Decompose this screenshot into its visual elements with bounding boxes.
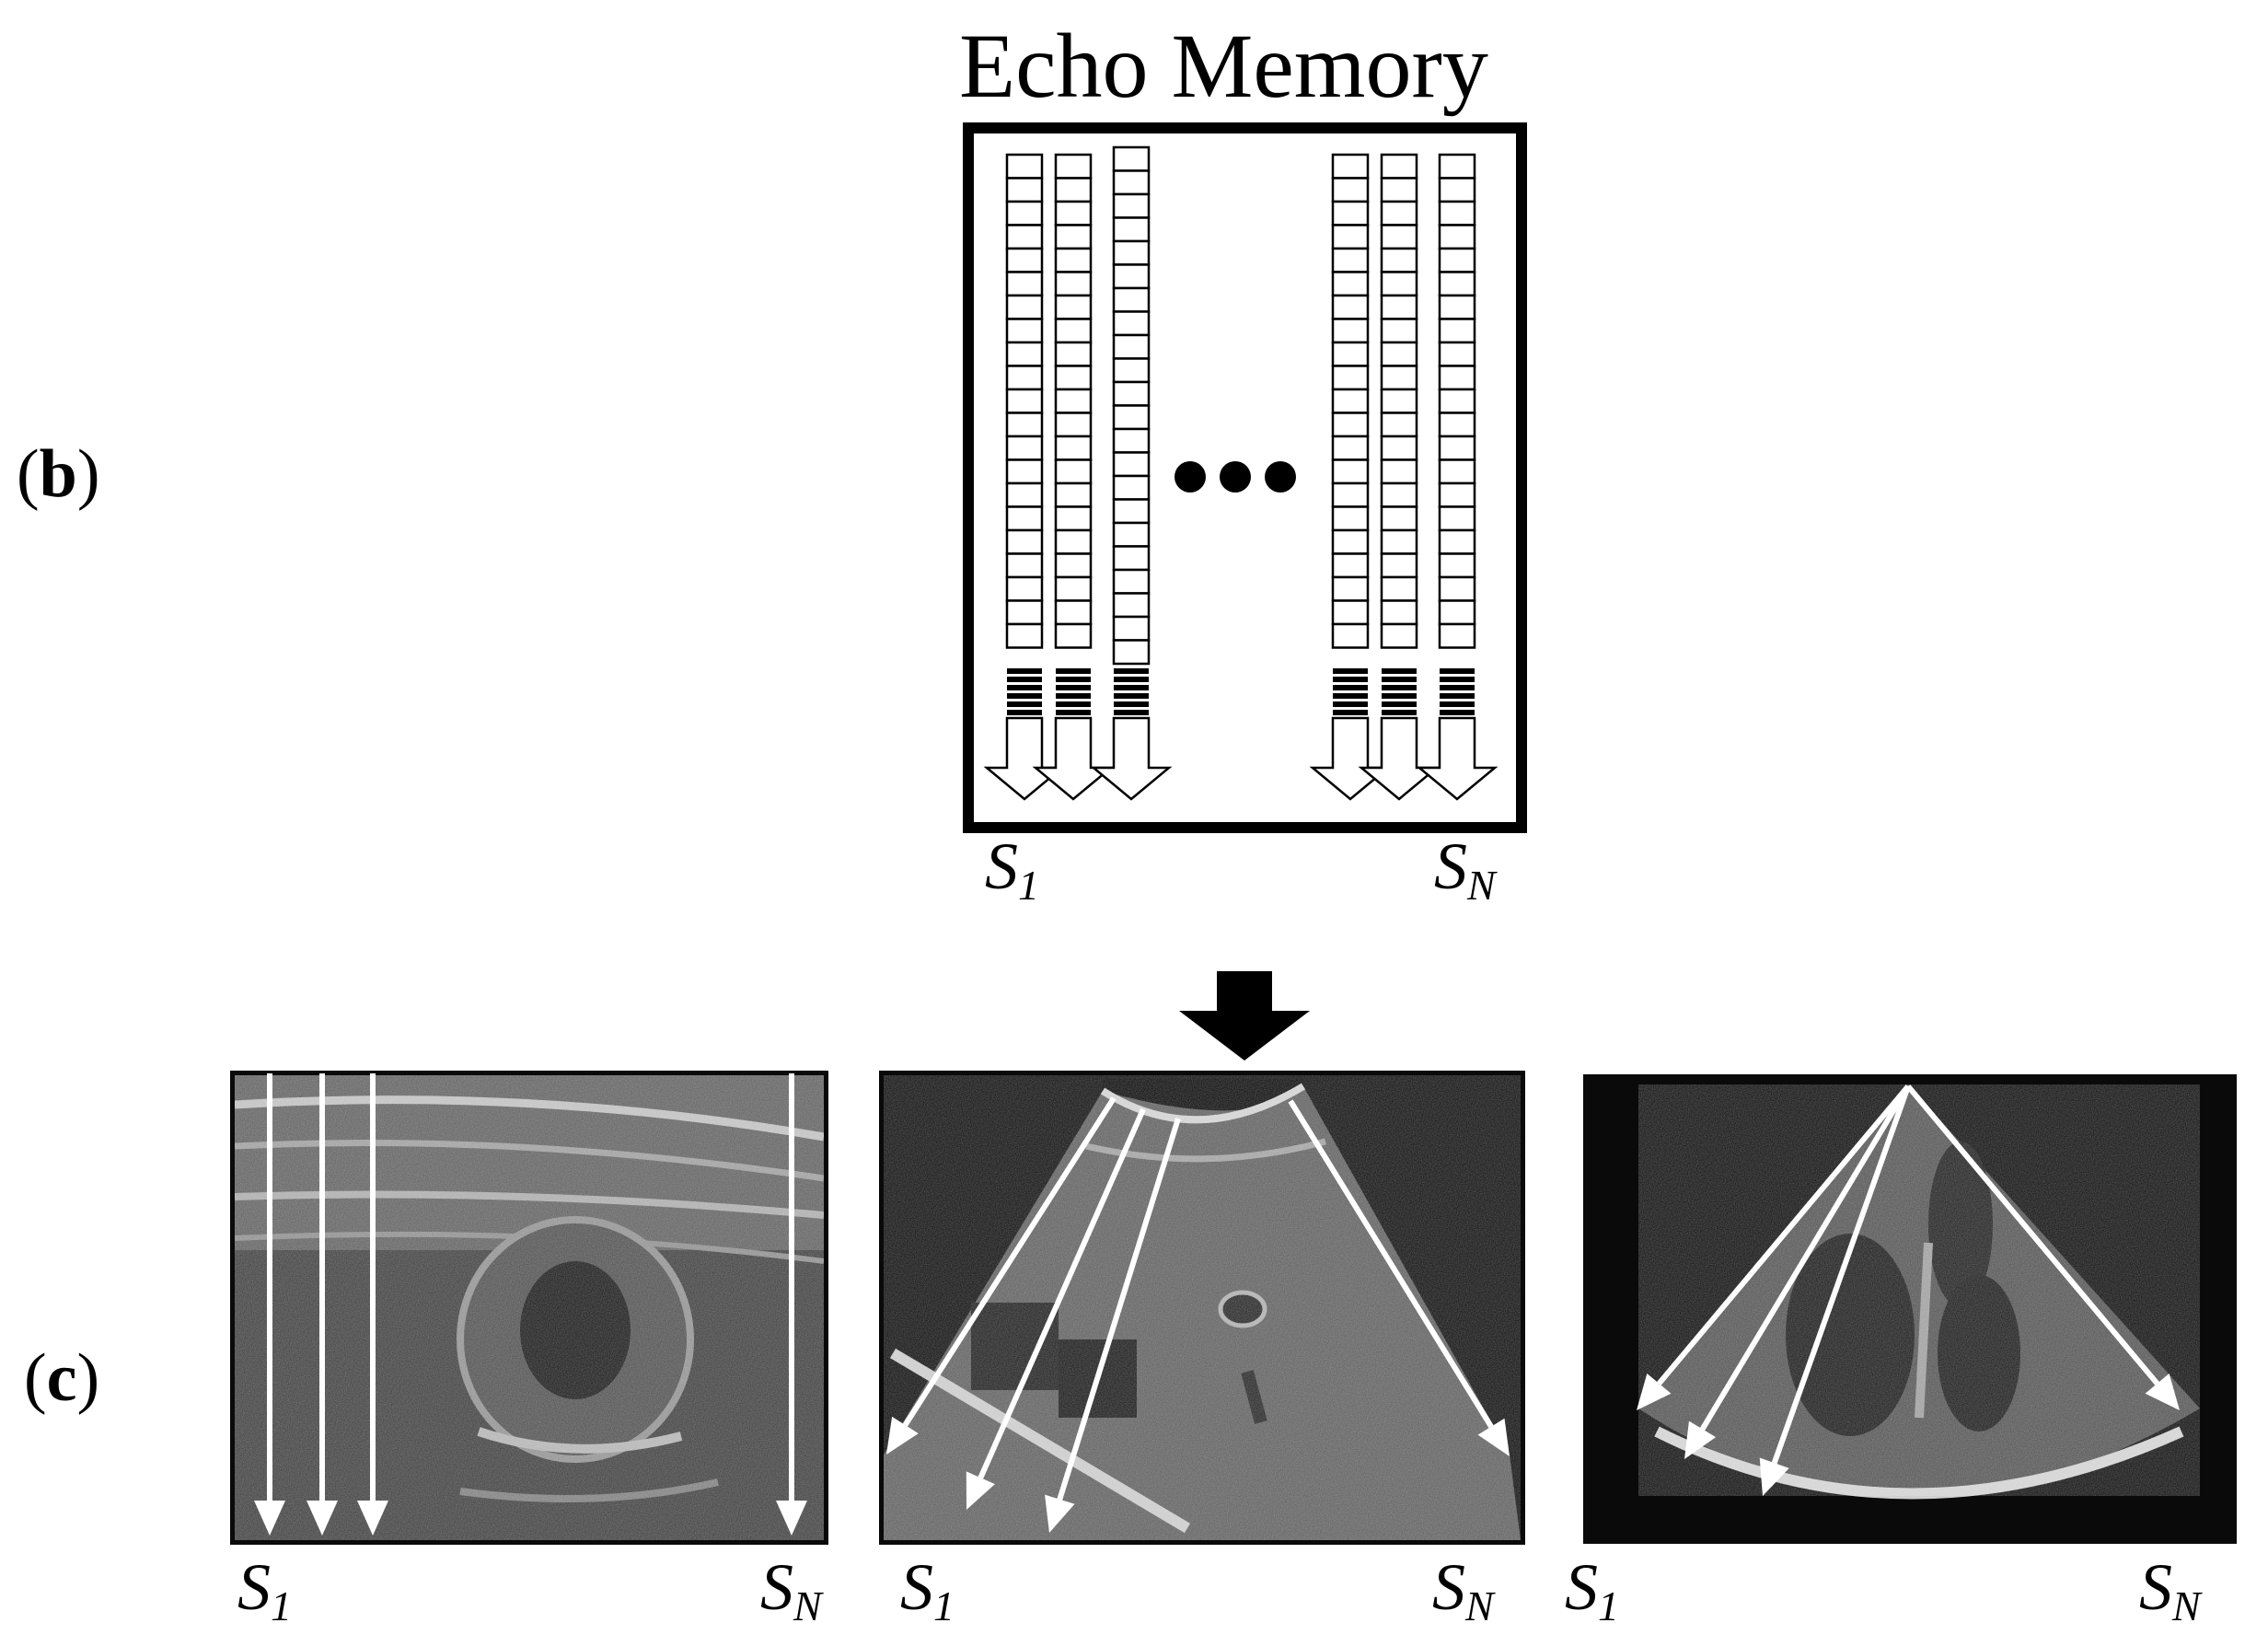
linear-last-scanline-label: SN — [760, 1550, 822, 1629]
echo-memory-frame — [963, 122, 1527, 833]
phased-last-scanline-label: SN — [2139, 1550, 2201, 1629]
down-arrow-icon — [1179, 971, 1310, 1061]
panel-label-c: (c) — [24, 1340, 100, 1416]
scanline-arrow — [307, 1073, 338, 1536]
scanline-arrow — [1288, 1099, 1510, 1456]
memory-first-scanline-label: S1 — [985, 829, 1039, 909]
scanline-arrow — [886, 1096, 1117, 1455]
scanline-arrow — [357, 1073, 388, 1536]
scanline-arrow — [776, 1073, 807, 1536]
echo-memory-title: Echo Memory — [959, 15, 1488, 117]
phased-scan-image — [1583, 1074, 2237, 1544]
convex-scan-image — [879, 1071, 1525, 1545]
panel-label-b: (b) — [17, 436, 100, 512]
memory-column — [1309, 153, 1392, 801]
memory-column — [983, 153, 1066, 801]
scanline-arrow — [1045, 1118, 1181, 1533]
linear-first-scanline-label: S1 — [237, 1550, 292, 1629]
scanline-arrow — [254, 1073, 285, 1536]
scanline-arrow — [1905, 1084, 2180, 1410]
scanline-arrow — [1684, 1084, 1911, 1459]
convex-first-scanline-label: S1 — [900, 1550, 955, 1629]
memory-columns — [983, 145, 1498, 801]
scanline-arrow — [1759, 1084, 1911, 1496]
convex-last-scanline-label: SN — [1432, 1550, 1494, 1629]
memory-last-scanline-label: SN — [1434, 829, 1496, 909]
scanline-arrow — [966, 1107, 1146, 1510]
linear-scan-image — [230, 1071, 828, 1545]
memory-column — [1032, 153, 1115, 801]
memory-column — [1416, 153, 1498, 801]
ellipsis-dots — [1174, 461, 1296, 493]
memory-column — [1090, 145, 1173, 801]
scanline-arrow — [1637, 1084, 1911, 1410]
memory-column — [1358, 153, 1441, 801]
scanline-arrows — [254, 1073, 2180, 1536]
phased-first-scanline-label: S1 — [1565, 1550, 1619, 1629]
